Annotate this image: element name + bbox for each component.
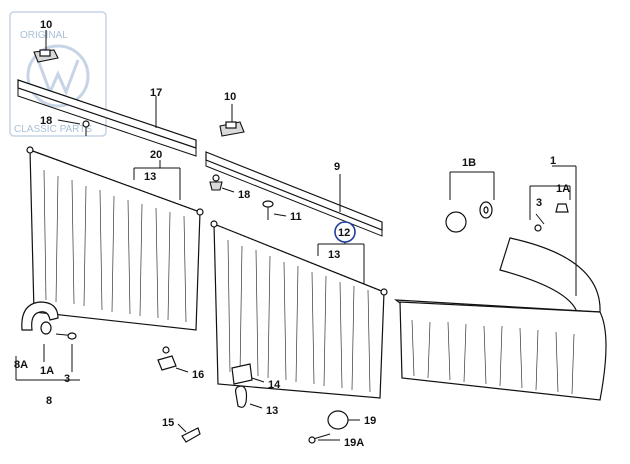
part-15-pin bbox=[177, 423, 201, 443]
callout-8: 8 bbox=[46, 395, 52, 407]
callout-19A: 19A bbox=[344, 437, 364, 449]
part-10-clip-upper bbox=[33, 30, 59, 63]
callout-3-right: 3 bbox=[536, 197, 542, 209]
vw-logo-watermark: ORIGINAL CLASSIC PARTS bbox=[9, 11, 107, 137]
part-8-bracket-assembly bbox=[15, 301, 80, 381]
callout-13-middle: 13 bbox=[328, 249, 340, 261]
part-14-holder bbox=[231, 363, 265, 385]
callout-8A: 8A bbox=[14, 359, 28, 371]
callout-16: 16 bbox=[192, 369, 204, 381]
callout-13-left: 13 bbox=[144, 171, 156, 183]
callout-1A-right: 1A bbox=[556, 183, 570, 195]
watermark-line2: CLASSIC PARTS bbox=[14, 124, 92, 135]
callout-11: 11 bbox=[290, 211, 302, 223]
part-11-screw bbox=[262, 200, 287, 220]
callout-18-left: 18 bbox=[40, 115, 52, 127]
callout-10-middle: 10 bbox=[224, 91, 236, 103]
part-18-rivet-middle bbox=[209, 174, 235, 193]
callout-15: 15 bbox=[162, 417, 174, 429]
watermark-line1: ORIGINAL bbox=[20, 30, 68, 41]
part-17-trim-strip bbox=[17, 79, 197, 157]
callout-17: 17 bbox=[150, 87, 162, 99]
callout-3-left: 3 bbox=[64, 373, 70, 385]
callout-1B: 1B bbox=[462, 157, 476, 169]
callout-13-lower: 13 bbox=[266, 405, 278, 417]
part-13-hook bbox=[235, 385, 263, 409]
part-19-grommet bbox=[308, 410, 360, 444]
callout-10-upper: 10 bbox=[40, 19, 52, 31]
part-3-1A-fasteners-right bbox=[529, 185, 571, 232]
curtain-left-panel bbox=[26, 146, 204, 331]
part-1B-cap-washer bbox=[445, 171, 495, 233]
part-1-corner-curtain bbox=[394, 165, 607, 401]
callout-14: 14 bbox=[268, 379, 281, 391]
callout-19: 19 bbox=[364, 415, 376, 427]
callout-18-middle: 18 bbox=[238, 189, 250, 201]
part-16-clip bbox=[157, 346, 189, 373]
callout-12: 12 bbox=[338, 227, 350, 239]
part-18-rivet-left bbox=[57, 119, 90, 136]
curtain-middle-panel bbox=[210, 220, 388, 399]
part-9-trim-strip bbox=[205, 151, 383, 237]
part-10-clip-middle bbox=[219, 104, 245, 137]
callout-1A-left: 1A bbox=[40, 365, 54, 377]
callout-1: 1 bbox=[550, 155, 556, 167]
callout-20: 20 bbox=[150, 149, 162, 161]
callout-9: 9 bbox=[334, 161, 340, 173]
